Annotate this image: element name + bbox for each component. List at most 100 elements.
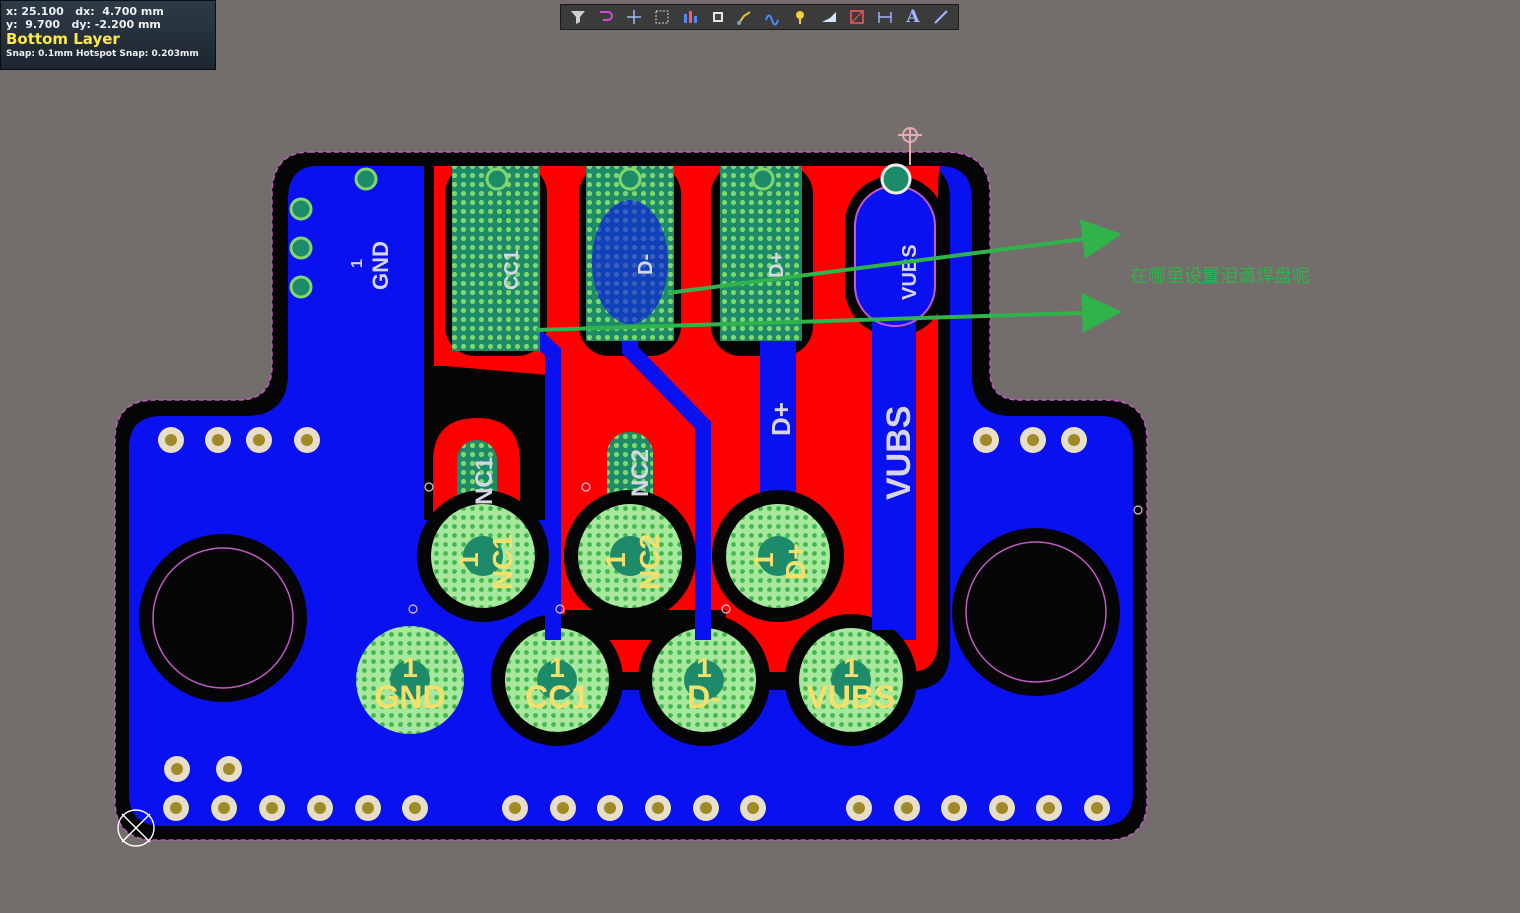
silk-pin1-gnd: 1: [349, 259, 366, 268]
silk-dplus-trace: D+: [766, 402, 796, 436]
vubs-trace: [872, 290, 916, 640]
pad-label-nc2: NC2: [634, 534, 665, 590]
select-rect-icon[interactable]: [649, 6, 675, 28]
pad-label-gnd-pin: 1: [402, 652, 418, 683]
route-icon[interactable]: [593, 6, 619, 28]
through-hole-drill: [1091, 802, 1103, 814]
dimension-icon[interactable]: [872, 6, 898, 28]
small-via: [408, 604, 418, 614]
through-hole-drill: [1027, 434, 1039, 446]
through-hole-drill: [747, 802, 759, 814]
hud-y-readout: y: 9.700 dy: -2.200 mm: [6, 18, 161, 31]
via[interactable]: [289, 197, 313, 221]
silk-gnd-top: GND: [368, 241, 393, 290]
hud-x-readout: x: 25.100 dx: 4.700 mm: [6, 5, 164, 18]
through-hole-drill: [314, 802, 326, 814]
pad-label-dminus-pin: 1: [696, 652, 712, 683]
cc1-slot-pad[interactable]: [452, 166, 540, 351]
small-via: [555, 604, 565, 614]
text-icon[interactable]: A: [900, 6, 926, 28]
through-hole-drill: [170, 802, 182, 814]
via[interactable]: [485, 167, 509, 191]
through-hole-drill: [1043, 802, 1055, 814]
through-hole-drill: [509, 802, 521, 814]
silk-cc1-top: CC1: [501, 250, 523, 290]
align-icon[interactable]: [677, 6, 703, 28]
through-hole-drill: [996, 802, 1008, 814]
cc1-trace-end: [545, 600, 561, 640]
hud-snap-info: Snap: 0.1mm Hotspot Snap: 0.203mm: [6, 49, 199, 59]
through-hole-drill: [253, 434, 265, 446]
pad-dminus[interactable]: [638, 614, 770, 746]
pad-label-cc1: CC1: [525, 679, 589, 715]
through-hole-drill: [604, 802, 616, 814]
silk-nc2: NC2: [627, 449, 654, 497]
dminus-oval-pad: [592, 200, 668, 324]
interactive-route-icon[interactable]: [733, 6, 759, 28]
pad-label-cc1-pin: 1: [549, 652, 565, 683]
hud-current-layer: Bottom Layer: [6, 30, 120, 48]
through-hole-drill: [218, 802, 230, 814]
through-hole-drill: [301, 434, 313, 446]
via-selected[interactable]: [880, 163, 912, 195]
pad-label-vubs-pin: 1: [843, 652, 859, 683]
through-hole-drill: [980, 434, 992, 446]
pad-nc2[interactable]: [564, 490, 696, 622]
via[interactable]: [618, 167, 642, 191]
silk-nc1: NC1: [471, 457, 498, 505]
through-hole-drill: [266, 802, 278, 814]
through-hole-drill: [1068, 434, 1080, 446]
mount-hole-right[interactable]: [952, 528, 1120, 696]
silk-dplus-top: D+: [766, 252, 788, 278]
via[interactable]: [289, 236, 313, 260]
pad-label-nc1-pin: 1: [453, 552, 484, 568]
mount-hole-left[interactable]: [139, 534, 307, 702]
through-hole-drill: [171, 763, 183, 775]
pad-gnd[interactable]: [356, 626, 464, 734]
annotation-question: 在哪里设置泪滴焊盘呢: [1130, 266, 1310, 286]
through-hole-drill: [700, 802, 712, 814]
vubs-trace-end: [872, 600, 916, 630]
active-bar-toolbar: A: [560, 4, 959, 30]
vubs-slot-pad[interactable]: [854, 185, 936, 327]
through-hole-drill: [853, 802, 865, 814]
through-hole-drill: [165, 434, 177, 446]
via[interactable]: [354, 167, 378, 191]
dminus-trace-end: [695, 600, 711, 640]
cross-icon[interactable]: [621, 6, 647, 28]
via-icon[interactable]: [788, 6, 814, 28]
pad-label-nc2-pin: 1: [600, 552, 631, 568]
small-via: [1133, 505, 1143, 515]
through-hole-drill: [223, 763, 235, 775]
pad-label-gnd: GND: [374, 679, 445, 715]
through-hole-drill: [557, 802, 569, 814]
through-hole-drill: [948, 802, 960, 814]
keepout-icon[interactable]: [844, 6, 870, 28]
pad-nc1[interactable]: [417, 490, 549, 622]
small-via: [424, 482, 434, 492]
pad-vubs[interactable]: [785, 614, 917, 746]
through-hole-drill: [901, 802, 913, 814]
coordinate-hud: x: 25.100 dx: 4.700 mm y: 9.700 dy: -2.2…: [0, 0, 216, 70]
pad-dplus[interactable]: [712, 490, 844, 622]
through-hole-pads: [158, 427, 1110, 821]
pad-label-dplus: D+: [780, 543, 811, 580]
origin-marker-icon: [898, 127, 922, 165]
silk-vubs-trace: VUBS: [880, 406, 918, 500]
pad-label-nc1: NC1: [487, 534, 518, 590]
through-hole-drill: [409, 802, 421, 814]
component-icon[interactable]: [705, 6, 731, 28]
dplus-slot-pad[interactable]: [720, 166, 802, 341]
annotation-arrow-lower: [535, 293, 1122, 333]
through-hole-drill: [362, 802, 374, 814]
via[interactable]: [289, 275, 313, 299]
via[interactable]: [751, 167, 775, 191]
small-via: [721, 604, 731, 614]
filter-icon[interactable]: [565, 6, 591, 28]
pad-cc1[interactable]: [491, 614, 623, 746]
polygon-icon[interactable]: [816, 6, 842, 28]
line-icon[interactable]: [928, 6, 954, 28]
diff-pair-icon[interactable]: [760, 6, 786, 28]
board-origin-icon: [117, 809, 155, 847]
